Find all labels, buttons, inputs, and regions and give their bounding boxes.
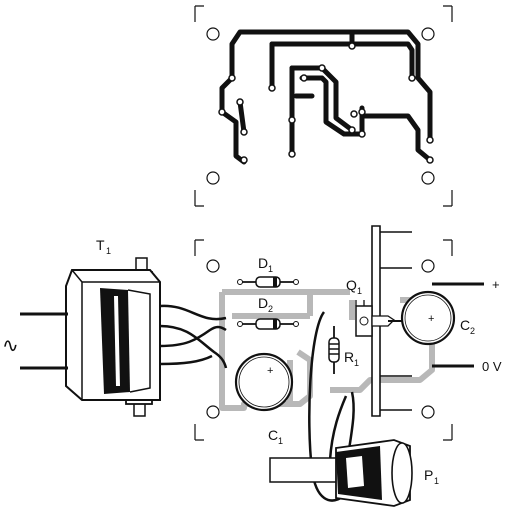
capacitor-c2	[400, 290, 456, 346]
registration-marks-bottom	[194, 239, 453, 441]
diode-d1-label-sub: 1	[268, 264, 273, 274]
mounting-holes	[206, 27, 435, 185]
transformer	[65, 257, 161, 417]
capacitor-c1	[234, 352, 294, 412]
resistor-r1	[328, 326, 340, 374]
capacitor-c1-polarity: +	[267, 365, 273, 377]
potentiometer-p1-label-sub: 1	[434, 476, 439, 486]
capacitor-c2-label: C	[460, 317, 470, 333]
diode-d1-label: D	[258, 255, 268, 271]
capacitor-c2-label-sub: 2	[470, 326, 475, 336]
transformer-label: T	[96, 237, 105, 253]
capacitor-c1-label-sub: 1	[278, 436, 283, 446]
resistor-r1-label-sub: 1	[354, 358, 359, 368]
transistor-q1-label: Q	[346, 277, 357, 293]
pcb-copper-side	[194, 5, 453, 207]
pcb-component-side: T 1 ∿ D 1	[2, 225, 502, 507]
potentiometer-p1-label: P	[424, 467, 433, 483]
ac-input-wires	[20, 312, 68, 370]
copper-tracks	[219, 29, 433, 165]
diode-d2-label: D	[258, 295, 268, 311]
registration-marks	[194, 5, 453, 207]
transistor-q1-label-sub: 1	[357, 286, 362, 296]
solder-pads	[218, 42, 434, 164]
mounting-holes-bottom	[206, 259, 435, 419]
diode-d2	[237, 318, 299, 330]
diode-d2-label-sub: 2	[268, 304, 273, 314]
ac-symbol: ∿	[2, 335, 19, 357]
resistor-r1-label: R	[344, 349, 354, 365]
capacitor-c2-polarity: +	[428, 313, 434, 325]
potentiometer-p1	[269, 439, 413, 507]
output-wires	[432, 282, 484, 368]
capacitor-c1-label: C	[268, 427, 278, 443]
transistor-q1	[355, 300, 402, 337]
output-positive-label: +	[492, 277, 500, 292]
diode-d1	[237, 276, 299, 288]
secondary-wires	[159, 304, 228, 369]
output-zero-label: 0 V	[482, 359, 502, 374]
transformer-label-sub: 1	[106, 246, 111, 256]
